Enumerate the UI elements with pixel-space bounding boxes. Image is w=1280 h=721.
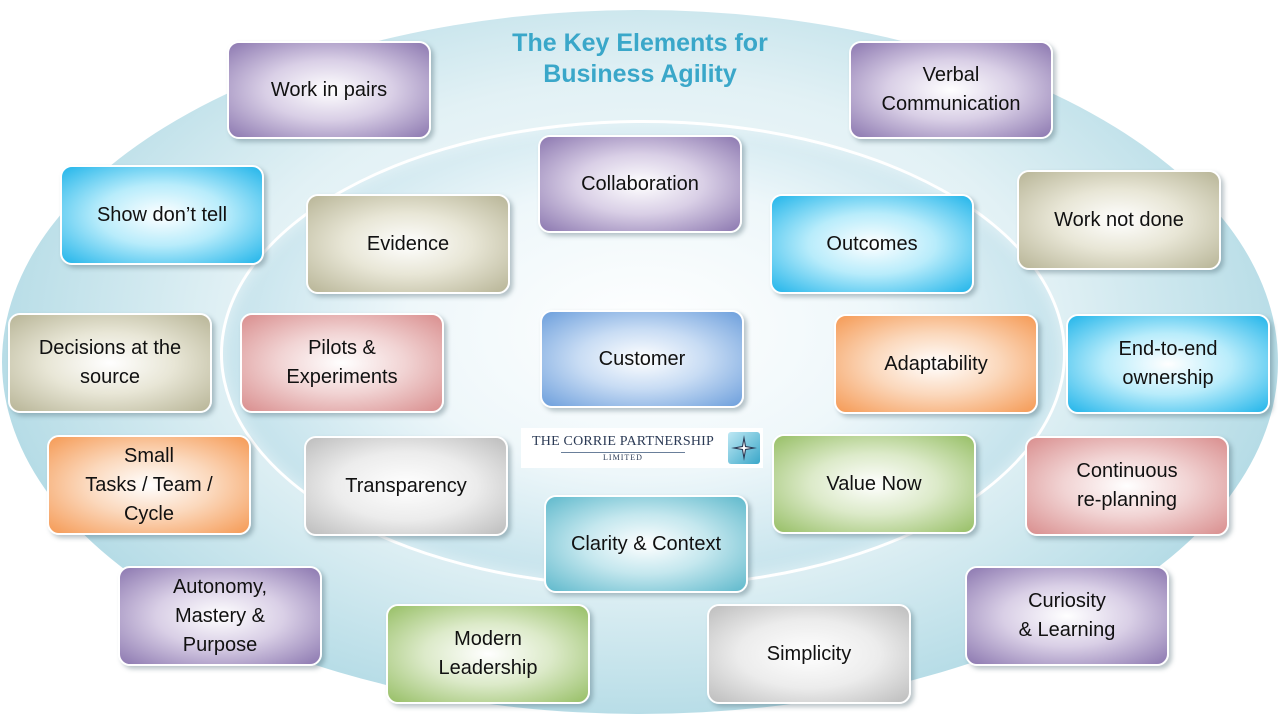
box-label: Decisions at the (38, 337, 182, 359)
title-line-2: Business Agility (543, 60, 737, 88)
box-label: Evidence (366, 232, 450, 255)
box-decisions-at-source: Decisions at the source (8, 313, 212, 413)
box-label: Simplicity (766, 642, 852, 665)
box-label: Mastery & (174, 604, 266, 627)
box-label: Autonomy, (172, 575, 268, 598)
title-line-1: The Key Elements for (512, 29, 768, 57)
box-continuous-replanning: Continuous re-planning (1025, 436, 1229, 536)
logo-text: THE CORRIE PARTNERSHIP LIMITED (521, 434, 725, 463)
box-label: Experiments (286, 366, 398, 388)
box-work-in-pairs: Work in pairs (227, 41, 431, 139)
box-label: Value Now (826, 472, 922, 495)
box-label: Modern (454, 628, 522, 650)
box-label: Cycle (123, 502, 174, 525)
box-label: Leadership (438, 657, 538, 679)
box-label: Small (123, 444, 174, 467)
box-simplicity: Simplicity (707, 604, 911, 704)
box-label: End-to-end (1118, 338, 1218, 360)
box-label: Pilots & (308, 337, 376, 359)
box-label: Tasks / Team / (85, 473, 213, 496)
box-label: Work in pairs (270, 78, 388, 101)
box-label: source (79, 366, 140, 388)
box-value-now: Value Now (772, 434, 976, 534)
company-logo: THE CORRIE PARTNERSHIP LIMITED (521, 428, 763, 468)
box-collaboration: Collaboration (538, 135, 742, 233)
box-curiosity-learning: Curiosity & Learning (965, 566, 1169, 666)
box-pilots-experiments: Pilots & Experiments (240, 313, 444, 413)
box-label: Show don’t tell (96, 203, 228, 226)
box-label: Clarity & Context (570, 532, 722, 555)
logo-name: THE CORRIE PARTNERSHIP (532, 433, 714, 449)
diagram-title: The Key Elements for Business Agility (440, 28, 840, 90)
box-label: Purpose (182, 633, 258, 656)
box-clarity-context: Clarity & Context (544, 495, 748, 593)
box-label: Curiosity (1028, 590, 1106, 612)
box-label: re-planning (1076, 489, 1178, 511)
box-autonomy-mastery-purpose: Autonomy, Mastery & Purpose (118, 566, 322, 666)
box-show-dont-tell: Show don’t tell (60, 165, 264, 265)
box-work-not-done: Work not done (1017, 170, 1221, 270)
box-label: Communication (881, 93, 1021, 115)
box-customer: Customer (540, 310, 744, 408)
box-label: Work not done (1054, 208, 1184, 231)
box-label: ownership (1122, 367, 1214, 389)
box-outcomes: Outcomes (770, 194, 974, 294)
compass-star-icon (728, 432, 760, 464)
box-transparency: Transparency (304, 436, 508, 536)
box-label: Customer (598, 347, 686, 370)
box-label: Transparency (345, 474, 467, 497)
box-label: Continuous (1076, 460, 1178, 482)
box-evidence: Evidence (306, 194, 510, 294)
box-end-to-end-ownership: End-to-end ownership (1066, 314, 1270, 414)
box-label: Adaptability (884, 352, 988, 375)
box-label: Verbal (922, 64, 980, 86)
logo-subtitle: LIMITED (561, 451, 685, 463)
box-adaptability: Adaptability (834, 314, 1038, 414)
box-label: Outcomes (826, 232, 918, 255)
box-label: Collaboration (581, 172, 699, 195)
box-label: & Learning (1018, 619, 1116, 641)
